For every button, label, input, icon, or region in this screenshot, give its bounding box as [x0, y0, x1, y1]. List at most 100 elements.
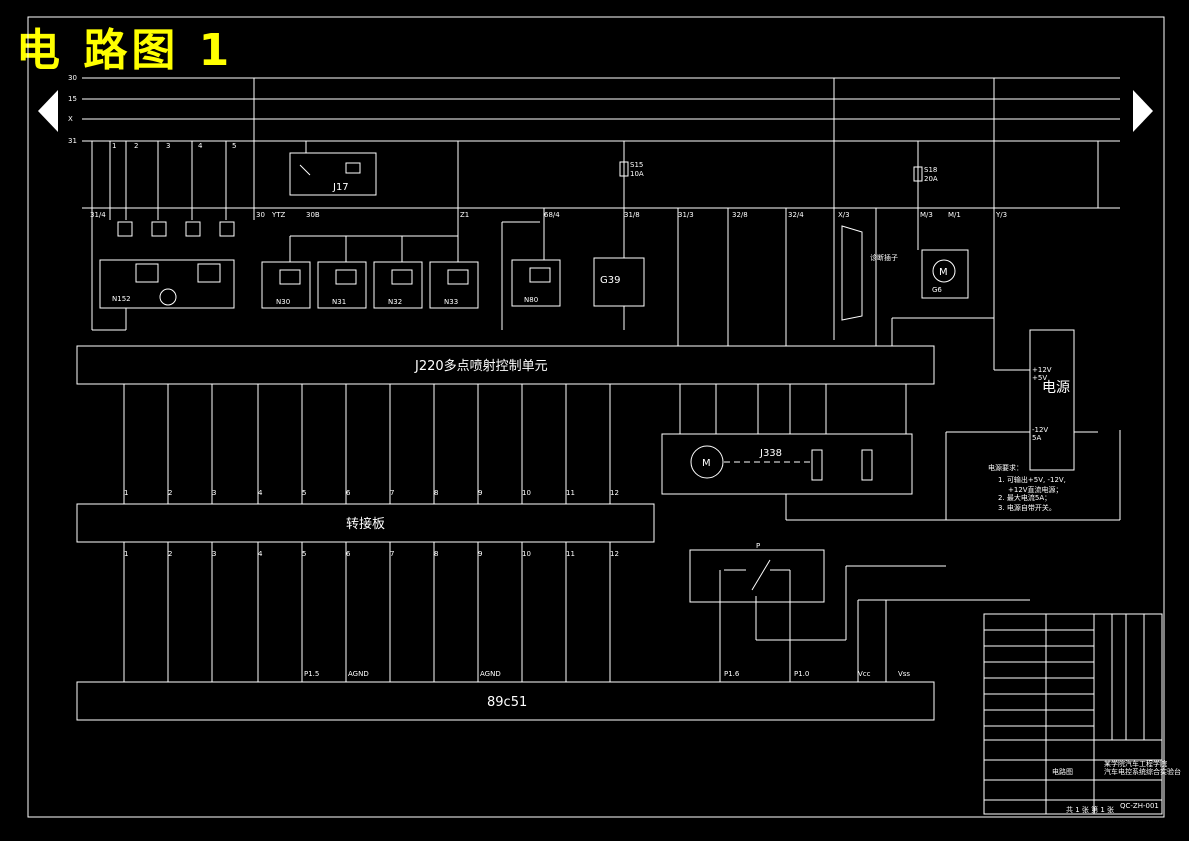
svg-text:J338: J338 — [759, 448, 782, 459]
svg-text:P1.0: P1.0 — [794, 670, 809, 678]
svg-text:68/4: 68/4 — [544, 211, 560, 219]
svg-text:共 1 张 第 1 张: 共 1 张 第 1 张 — [1066, 805, 1114, 814]
feed-label: 3 — [166, 142, 170, 150]
svg-text:+12V直流电源；: +12V直流电源； — [1008, 485, 1063, 494]
connector-labels: 31/4 30 YTZ 30B Z1 68/4 31/8 31/3 32/8 3… — [90, 211, 1007, 219]
svg-text:M/3: M/3 — [920, 211, 933, 219]
throttle-j338: M J338 — [661, 384, 913, 495]
svg-text:N30: N30 — [276, 298, 290, 306]
fuse-s15: S15 10A — [619, 161, 644, 178]
next-arrow-icon[interactable] — [1133, 90, 1153, 132]
ecu-output-wires — [123, 384, 611, 504]
feed-label: 4 — [198, 142, 203, 150]
svg-text:电源: 电源 — [1042, 380, 1070, 396]
svg-text:3: 3 — [212, 550, 216, 558]
svg-text:4: 4 — [258, 550, 263, 558]
switch-p: P — [689, 542, 1030, 682]
svg-text:7: 7 — [390, 550, 394, 558]
svg-text:N80: N80 — [524, 296, 538, 304]
board-output-wires — [123, 542, 611, 682]
svg-text:M: M — [702, 458, 711, 469]
bus-label: X — [68, 115, 73, 123]
svg-text:12: 12 — [610, 489, 619, 497]
svg-text:-12V: -12V — [1032, 426, 1048, 434]
svg-text:30B: 30B — [306, 211, 320, 219]
svg-text:2. 最大电流5A；: 2. 最大电流5A； — [998, 493, 1051, 502]
injector-n33: N33 — [429, 261, 479, 309]
relay-j17: J17 — [289, 141, 459, 236]
svg-text:电源要求：: 电源要求： — [988, 463, 1023, 472]
injector-n32: N32 — [373, 261, 423, 309]
svg-text:30: 30 — [256, 211, 265, 219]
svg-text:6: 6 — [346, 550, 351, 558]
feed-label: 1 — [112, 142, 116, 150]
svg-text:N152: N152 — [112, 295, 131, 303]
svg-text:N32: N32 — [388, 298, 402, 306]
diagnostic-connector: 诊断插子 — [841, 225, 898, 321]
pump-g6: M G6 — [921, 249, 969, 299]
svg-text:5A: 5A — [1032, 434, 1041, 442]
svg-text:31/4: 31/4 — [90, 211, 106, 219]
svg-text:Vss: Vss — [898, 670, 910, 678]
svg-text:10A: 10A — [630, 170, 644, 178]
svg-text:P1.6: P1.6 — [724, 670, 740, 678]
svg-text:+12V: +12V — [1032, 366, 1052, 374]
svg-text:12: 12 — [610, 550, 619, 558]
svg-text:N31: N31 — [332, 298, 346, 306]
svg-text:2: 2 — [168, 489, 172, 497]
bus-label: 15 — [68, 95, 77, 103]
title-block: 电路图 某学院汽车工程学院 汽车电控系统综合实验台 共 1 张 第 1 张 QC… — [983, 613, 1181, 815]
prev-arrow-icon[interactable] — [38, 90, 58, 132]
power-supply: 电源 +12V +5V -12V 5A 电源要求： 1. 可输出+5V, -12… — [945, 329, 1098, 520]
svg-text:G39: G39 — [600, 275, 620, 286]
svg-text:N33: N33 — [444, 298, 458, 306]
svg-text:8: 8 — [434, 550, 438, 558]
relay-label: J17 — [332, 182, 349, 193]
svg-text:1: 1 — [124, 550, 128, 558]
svg-text:32/4: 32/4 — [788, 211, 804, 219]
svg-text:31/8: 31/8 — [624, 211, 640, 219]
svg-text:10: 10 — [522, 550, 531, 558]
sensor-n152: N152 — [92, 221, 235, 331]
svg-text:汽车电控系统综合实验台: 汽车电控系统综合实验台 — [1104, 767, 1181, 776]
svg-text:31/3: 31/3 — [678, 211, 694, 219]
valve-n80: N80 — [501, 208, 561, 330]
mcu-89c51: 89c51 P1.5 AGND AGND P1.6 P1.0 Vcc Vss — [76, 670, 935, 721]
power-bus: 30 15 X 31 — [68, 74, 1120, 145]
svg-text:Vcc: Vcc — [858, 670, 871, 678]
sensor-g39: G39 — [593, 257, 645, 330]
svg-text:S15: S15 — [630, 161, 643, 169]
svg-text:YTZ: YTZ — [271, 211, 286, 219]
svg-text:S18: S18 — [924, 166, 937, 174]
svg-text:5: 5 — [302, 489, 306, 497]
svg-text:9: 9 — [478, 489, 482, 497]
svg-text:3: 3 — [212, 489, 216, 497]
ecu-j220: J220多点喷射控制单元 — [76, 345, 935, 385]
svg-text:20A: 20A — [924, 175, 938, 183]
svg-text:P1.5: P1.5 — [304, 670, 319, 678]
svg-text:6: 6 — [346, 489, 351, 497]
svg-text:转接板: 转接板 — [346, 516, 385, 532]
svg-text:3. 电源自带开关。: 3. 电源自带开关。 — [998, 503, 1056, 512]
svg-text:89c51: 89c51 — [487, 695, 527, 710]
svg-text:诊断插子: 诊断插子 — [870, 253, 898, 262]
svg-text:电路图: 电路图 — [1052, 767, 1073, 776]
svg-text:11: 11 — [566, 550, 575, 558]
page-title: 电 路图 1 — [16, 25, 234, 76]
svg-text:4: 4 — [258, 489, 263, 497]
feed-labels: 1 2 3 4 5 — [112, 142, 236, 150]
feed-label: 5 — [232, 142, 236, 150]
svg-text:5: 5 — [302, 550, 306, 558]
injector-n30: N30 — [261, 261, 311, 309]
svg-text:AGND: AGND — [480, 670, 501, 678]
svg-text:M/1: M/1 — [948, 211, 961, 219]
svg-text:X/3: X/3 — [838, 211, 850, 219]
feed-label: 2 — [134, 142, 138, 150]
svg-text:11: 11 — [566, 489, 575, 497]
svg-text:+5V: +5V — [1032, 374, 1047, 382]
svg-text:某学院汽车工程学院: 某学院汽车工程学院 — [1104, 759, 1167, 768]
svg-text:9: 9 — [478, 550, 482, 558]
ecu-label: J220多点喷射控制单元 — [414, 358, 548, 374]
fuse-s18: S18 20A — [913, 166, 938, 183]
